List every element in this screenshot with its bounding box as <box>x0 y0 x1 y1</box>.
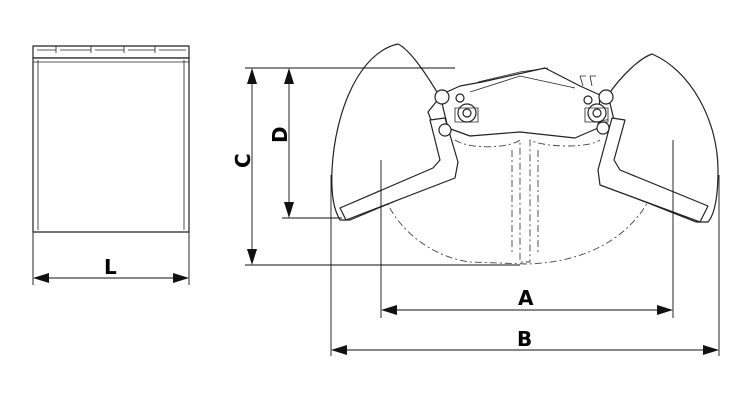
front-view <box>331 43 719 265</box>
dimension-l: L <box>32 232 190 285</box>
side-view <box>32 45 190 233</box>
center-tooth-hidden <box>454 139 601 263</box>
dimension-d: D <box>268 67 342 219</box>
side-view-top-ribs <box>37 46 186 53</box>
dimension-a: A <box>380 140 674 318</box>
dimension-label-b: B <box>517 327 532 351</box>
dimension-c: C <box>231 67 520 266</box>
open-position-outline <box>380 117 666 265</box>
central-frame <box>439 67 601 139</box>
side-view-body <box>32 57 190 233</box>
side-view-inner-lines <box>33 60 189 230</box>
dimension-label-l: L <box>104 255 117 279</box>
left-pivot-assembly <box>434 89 479 137</box>
dimension-label-a: A <box>518 286 534 310</box>
dimension-label-c: C <box>231 153 255 168</box>
right-arm <box>597 117 709 223</box>
right-pivot-assembly <box>583 89 614 135</box>
dimension-b: B <box>330 175 720 356</box>
dimension-label-d: D <box>268 126 292 143</box>
